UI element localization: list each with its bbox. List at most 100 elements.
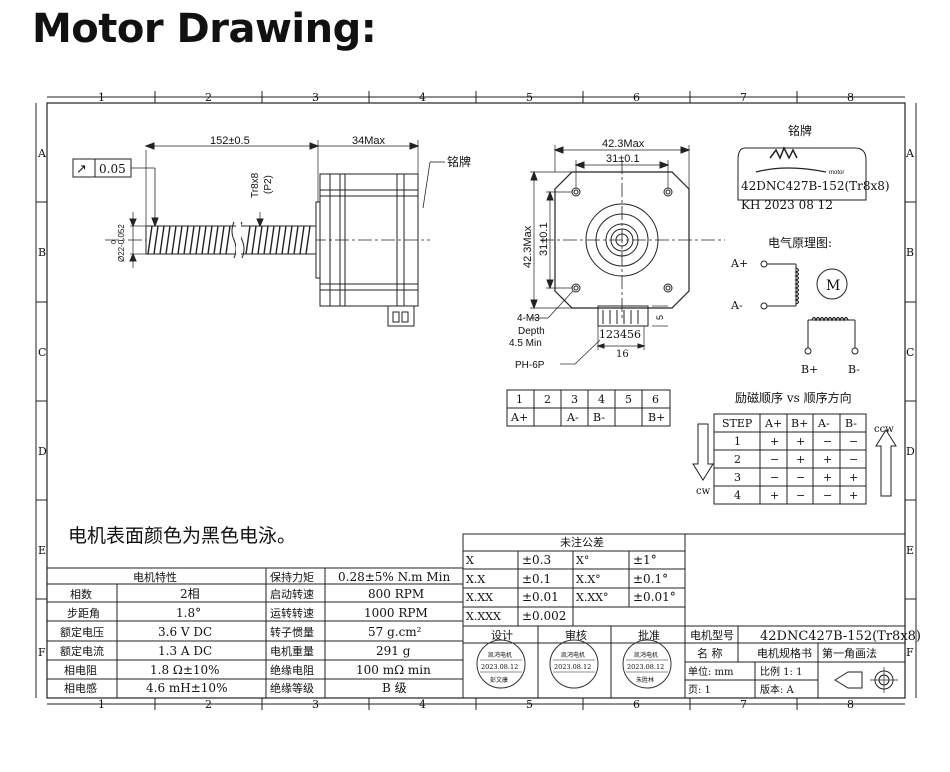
ccw-label: ccw [874, 424, 894, 435]
svg-text:4: 4 [734, 489, 741, 502]
svg-text:名 称: 名 称 [697, 646, 723, 660]
svg-text:A+: A+ [764, 417, 782, 430]
spec-table-text: 电机特性 保持力矩 0.28±5% N.m Min 相数 2相 启动转速 800… [60, 570, 450, 695]
svg-text:1: 1 [734, 435, 741, 448]
svg-text:设计: 设计 [491, 629, 513, 642]
svg-text:电机规格书: 电机规格书 [757, 646, 812, 660]
svg-text:绝缘电阻: 绝缘电阻 [270, 663, 314, 677]
svg-text:X.X°: X.X° [576, 573, 601, 586]
svg-text:0.28±5% N.m Min: 0.28±5% N.m Min [338, 570, 450, 584]
svg-text:2: 2 [734, 453, 741, 466]
a-minus-label: A- [730, 299, 743, 312]
svg-text:比例 1: 1: 比例 1: 1 [760, 665, 802, 678]
svg-text:+: + [823, 453, 832, 466]
thread-label: Tr8x8 [250, 172, 261, 198]
svg-text:−: − [849, 435, 858, 448]
nameplate-date: KH 2023 08 12 [741, 198, 833, 212]
col-label: 4 [419, 698, 426, 711]
svg-text:相数: 相数 [70, 588, 92, 601]
v-hole-spacing: 31±0.1 [538, 222, 550, 256]
svg-text:+: + [796, 435, 805, 448]
svg-text:3: 3 [571, 393, 578, 406]
svg-text:291 g: 291 g [376, 644, 411, 658]
svg-text:保持力矩: 保持力矩 [270, 570, 314, 584]
col-label: 2 [205, 698, 212, 711]
schematic-heading: 电气原理图: [768, 235, 832, 250]
svg-text:6: 6 [652, 393, 659, 406]
pin-numbers: 123456 [599, 328, 641, 341]
stamp-name: 朱胜林 [636, 676, 654, 684]
side-view [72, 140, 445, 327]
svg-text:57 g.cm²: 57 g.cm² [368, 625, 422, 639]
stamp-date: 2023.08.12 [627, 663, 664, 671]
col-label: 3 [312, 91, 319, 104]
svg-text:+: + [770, 435, 779, 448]
svg-text:1.8°: 1.8° [176, 606, 201, 620]
side-view-text: 152±0.5 34Max ↗ 0.05 Tr8x8 (P2) Ø22-0.05… [76, 135, 471, 262]
frame-ticks [35, 91, 917, 710]
svg-text:X.XX: X.XX [466, 591, 493, 604]
svg-text:单位: mm: 单位: mm [688, 665, 734, 678]
svg-text:4.6 mH±10%: 4.6 mH±10% [146, 681, 227, 695]
tolerance-heading: 未注公差 [560, 535, 604, 549]
col-label: 5 [526, 91, 533, 104]
row-label: F [906, 646, 914, 659]
row-label: C [906, 346, 914, 359]
row-label: A [905, 147, 915, 160]
length-dim: 152±0.5 [210, 135, 250, 147]
svg-text:1000 RPM: 1000 RPM [364, 606, 428, 620]
row-label: E [38, 544, 46, 557]
width-max: 42.3Max [602, 138, 645, 150]
svg-text:B+: B+ [648, 411, 665, 424]
svg-text:1.3 A DC: 1.3 A DC [158, 644, 212, 658]
col-label: 2 [205, 91, 212, 104]
svg-text:5: 5 [625, 393, 632, 406]
row-label: B [906, 246, 914, 259]
svg-text:1.8 Ω±10%: 1.8 Ω±10% [150, 663, 220, 677]
nameplate-heading: 铭牌 [788, 123, 812, 138]
svg-text:±1°: ±1° [633, 553, 657, 567]
svg-text:±0.002: ±0.002 [522, 609, 566, 623]
svg-text:X°: X° [576, 554, 589, 567]
connector-label: PH-6P [515, 360, 545, 371]
nameplate-text: 铭牌 motor 42DNC427B-152(Tr8x8) KH 2023 08… [741, 123, 890, 212]
svg-text:额定电流: 额定电流 [60, 644, 104, 658]
thread-pattern [147, 225, 311, 255]
page-title: Motor Drawing: [32, 6, 377, 52]
projection-cone-icon [834, 671, 863, 689]
svg-text:±0.01: ±0.01 [522, 590, 559, 604]
front-view [530, 145, 725, 365]
stamp-company: 凯鸿电机 [488, 651, 512, 659]
row-label: C [38, 346, 46, 359]
tolerance-table-text: 未注公差 X ±0.3 X° ±1° X.X ±0.1 X.X° ±0.1° X… [466, 535, 676, 623]
stamp-date: 2023.08.12 [554, 663, 591, 671]
pin-side: 5 [655, 315, 665, 320]
b-minus-label: B- [848, 363, 860, 376]
frame-labels: 1 2 3 4 5 6 7 8 1 2 3 4 5 6 7 8 A B C D … [37, 91, 915, 711]
spec-table [46, 567, 464, 699]
front-view-text: 42.3Max 31±0.1 42.3Max 31±0.1 4-M3 Depth… [509, 138, 665, 371]
svg-text:800 RPM: 800 RPM [368, 587, 424, 601]
svg-text:B-: B- [845, 417, 857, 430]
svg-text:额定电压: 额定电压 [60, 625, 104, 639]
col-label: 7 [740, 698, 747, 711]
b-plus-label: B+ [801, 363, 818, 376]
col-label: 8 [847, 91, 854, 104]
stamp-company: 凯鸿电机 [561, 651, 585, 659]
row-label: B [38, 246, 46, 259]
schematic-text: 电气原理图: A+ A- M B+ B- [730, 235, 860, 376]
motor-symbol: M [826, 278, 840, 294]
svg-text:审核: 审核 [565, 628, 587, 642]
depth-min: 4.5 Min [509, 338, 542, 349]
depth-label: Depth [518, 326, 545, 337]
svg-text:3: 3 [734, 471, 741, 484]
svg-text:版本: A: 版本: A [760, 683, 795, 696]
svg-text:2相: 2相 [180, 587, 200, 601]
excitation-heading: 励磁顺序 vs 顺序方向 [735, 390, 852, 405]
svg-text:−: − [796, 489, 805, 502]
stamp-date: 2023.08.12 [481, 663, 518, 671]
spec-heading: 电机特性 [133, 570, 177, 584]
row-label: D [906, 445, 915, 458]
excitation-text: 励磁顺序 vs 顺序方向 cw ccw STEP A+ B+ A- B- 1 +… [696, 390, 894, 502]
tolerance-value: 0.05 [99, 162, 126, 176]
